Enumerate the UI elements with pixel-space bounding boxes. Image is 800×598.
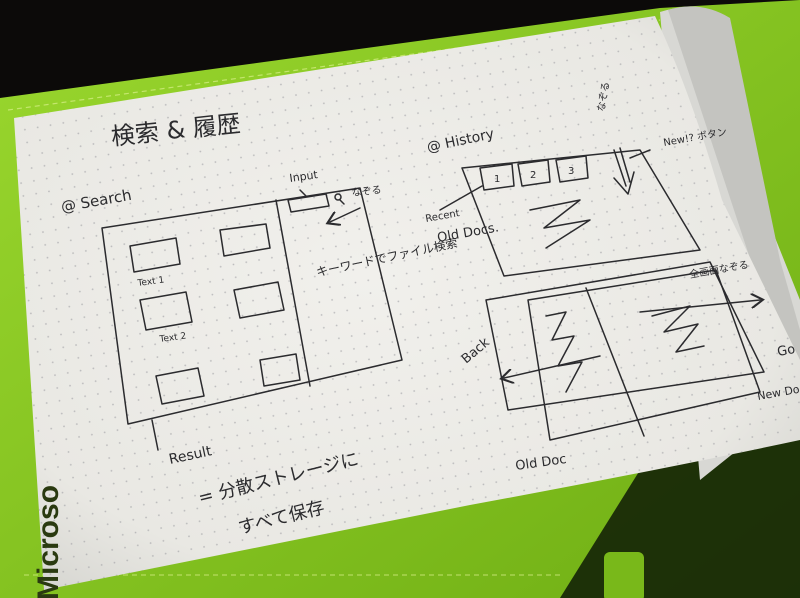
history-tab-2-label: 2 bbox=[530, 170, 536, 181]
thumbnail-4 bbox=[233, 281, 285, 319]
go-arrow bbox=[639, 300, 760, 313]
input-arrow bbox=[330, 207, 361, 222]
history-frame-new bbox=[527, 269, 761, 441]
thumbnail-1 bbox=[129, 237, 181, 273]
go-label: Go bbox=[776, 342, 796, 360]
search-icon-handle bbox=[339, 199, 345, 205]
history-tab-3 bbox=[555, 155, 589, 183]
brand-logo: Microso bbox=[32, 485, 65, 598]
thumbnail-6 bbox=[259, 353, 301, 387]
thumbnail-5 bbox=[155, 367, 205, 405]
recent-pointer bbox=[439, 185, 483, 211]
history-tab-1-label: 1 bbox=[494, 174, 500, 185]
history-tab-3-label: 3 bbox=[568, 166, 574, 177]
trace-arrow-head bbox=[613, 171, 635, 195]
input-trace-note: なぞる bbox=[351, 184, 382, 199]
search-frame bbox=[101, 187, 403, 425]
old-doc-label: Old Doc bbox=[514, 452, 567, 474]
input-label: Input bbox=[289, 168, 320, 185]
new-button-pointer bbox=[629, 149, 651, 159]
history-trace-note: なぞる bbox=[595, 81, 612, 113]
thumbnail-3-label: Text 2 bbox=[158, 331, 187, 345]
input-pointer bbox=[299, 189, 307, 197]
recent-doc-scribble bbox=[529, 199, 591, 249]
history-frame-divider bbox=[585, 287, 645, 437]
pen-loop bbox=[604, 552, 644, 598]
thumbnail-2 bbox=[219, 223, 271, 257]
paper-page bbox=[14, 16, 800, 590]
history-tab-1 bbox=[479, 163, 515, 191]
result-pointer bbox=[151, 419, 159, 451]
trace-arrow-shaft bbox=[613, 147, 631, 187]
old-doc-scribble bbox=[545, 311, 583, 393]
thumbnail-3 bbox=[139, 291, 193, 331]
history-tab-2 bbox=[517, 159, 551, 187]
thumbnail-1-label: Text 1 bbox=[136, 275, 165, 289]
svg-text:Microso: Microso bbox=[32, 485, 65, 598]
input-box-sketch bbox=[287, 193, 330, 213]
search-icon bbox=[334, 193, 342, 201]
back-arrow bbox=[504, 355, 601, 378]
search-column-divider bbox=[275, 199, 311, 387]
